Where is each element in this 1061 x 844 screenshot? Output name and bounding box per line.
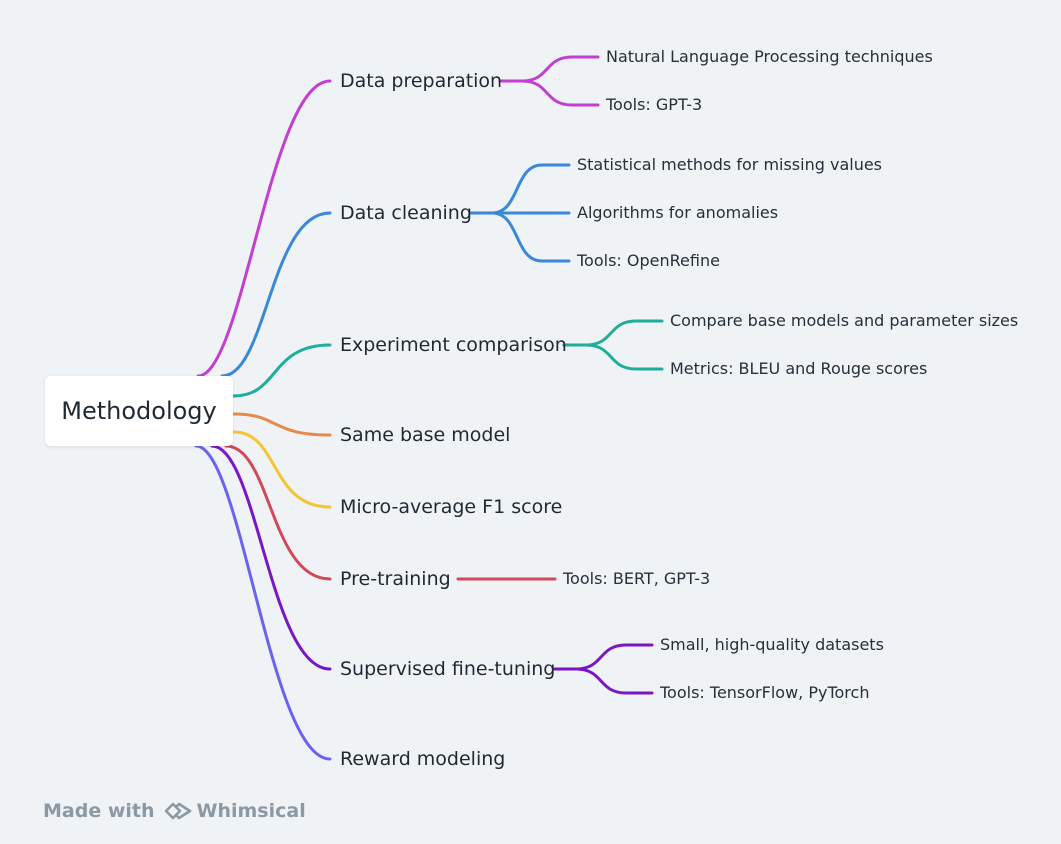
leaf-tools-gpt3[interactable]: Tools: GPT-3 [606, 95, 703, 114]
branch-same-base-model[interactable]: Same base model [340, 424, 511, 446]
branch-micro-average-f1[interactable]: Micro-average F1 score [340, 496, 563, 518]
leaf-statistical-methods[interactable]: Statistical methods for missing values [577, 155, 883, 174]
branch-data-cleaning[interactable]: Data cleaning [340, 202, 472, 224]
connector-data-cleaning-leaf-0 [468, 163, 571, 215]
leaf-tools-tensorflow-pytorch[interactable]: Tools: TensorFlow, PyTorch [660, 683, 870, 702]
branch-pre-training[interactable]: Pre-training [340, 568, 451, 590]
connector-root-supervised-fine-tuning [210, 444, 332, 671]
root-node[interactable]: Methodology [45, 376, 233, 446]
whimsical-logo-icon [164, 802, 191, 820]
leaf-algorithms-anomalies[interactable]: Algorithms for anomalies [577, 203, 779, 222]
whimsical-brand-text: Whimsical [196, 800, 306, 822]
connector-root-data-cleaning [220, 211, 332, 378]
connector-supervised-fine-tuning-leaf-0 [552, 643, 654, 671]
leaf-metrics-bleu-rouge[interactable]: Metrics: BLEU and Rouge scores [670, 359, 928, 378]
made-with-whimsical-footer[interactable]: Made with Whimsical [43, 798, 306, 824]
connector-experiment-comparison-leaf-0 [562, 319, 664, 347]
leaf-compare-base-models[interactable]: Compare base models and parameter sizes [670, 311, 1019, 330]
branch-supervised-fine-tuning[interactable]: Supervised fine-tuning [340, 658, 556, 680]
connector-root-micro-average-f1 [232, 430, 332, 509]
connector-data-preparation-leaf-0 [498, 55, 600, 83]
leaf-tools-openrefine[interactable]: Tools: OpenRefine [577, 251, 720, 270]
branch-data-preparation[interactable]: Data preparation [340, 70, 503, 92]
leaf-nlp-techniques[interactable]: Natural Language Processing techniques [606, 47, 933, 66]
connector-root-experiment-comparison [232, 343, 332, 398]
connector-root-same-base-model [232, 412, 332, 437]
connector-root-pre-training [224, 444, 332, 581]
connector-data-preparation-leaf-1 [498, 79, 600, 107]
root-label: Methodology [61, 397, 217, 425]
connector-root-reward-modeling [194, 444, 332, 761]
leaf-small-datasets[interactable]: Small, high-quality datasets [660, 635, 884, 654]
branch-experiment-comparison[interactable]: Experiment comparison [340, 334, 567, 356]
connector-supervised-fine-tuning-leaf-1 [552, 667, 654, 695]
connector-experiment-comparison-leaf-1 [562, 343, 664, 371]
connector-data-cleaning-leaf-2 [468, 211, 571, 263]
connector-root-data-preparation [196, 79, 332, 378]
leaf-tools-bert-gpt3[interactable]: Tools: BERT, GPT-3 [563, 569, 711, 588]
branch-reward-modeling[interactable]: Reward modeling [340, 748, 506, 770]
made-with-text: Made with [43, 800, 155, 822]
